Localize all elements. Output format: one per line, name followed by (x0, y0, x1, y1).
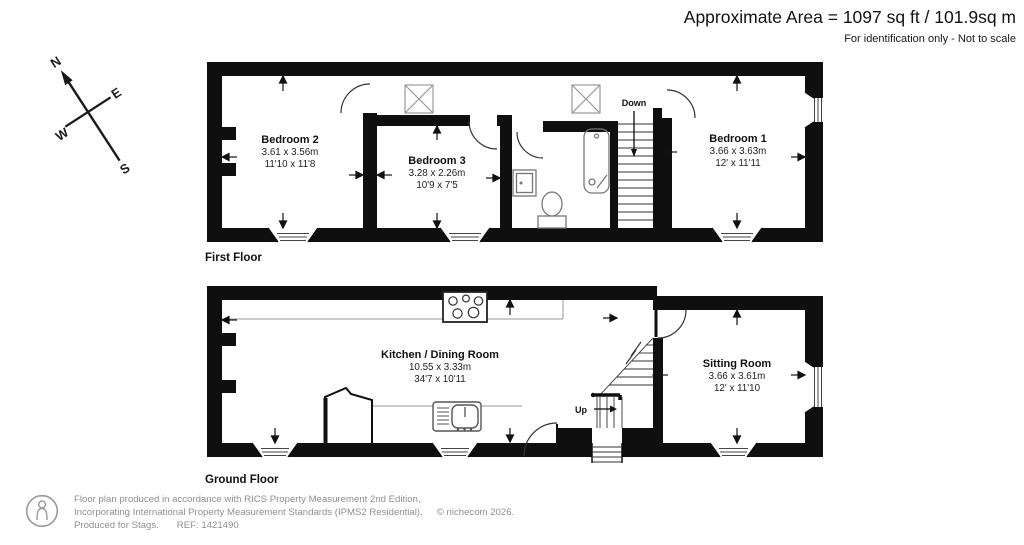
bedroom1-imperial: 12' x 11'11 (715, 158, 760, 169)
footer-line1: Floor plan produced in accordance with R… (74, 494, 421, 505)
bedroom2-metric: 3.61 x 3.56m (262, 147, 319, 158)
first-floor-measure-arrows (220, 74, 807, 230)
sitting-room-metric: 3.66 x 3.61m (709, 371, 766, 382)
ground-floor-windows (251, 360, 823, 458)
ground-floor-plan: Up (205, 286, 823, 486)
window-dining (251, 442, 299, 458)
stair-break-line (625, 341, 642, 365)
bedroom3-label: Bedroom 3 3.28 x 2.26m 10'9 x 7'5 (408, 155, 465, 191)
up-label: Up (575, 405, 587, 415)
compass-rose: N E W S (48, 53, 133, 177)
window-bedroom3 (439, 227, 491, 243)
sitting-room-imperial: 12' x 11'10 (714, 383, 761, 394)
window-sitting-south (709, 442, 758, 458)
compass-s-label: S (117, 160, 133, 177)
sitting-room-name: Sitting Room (703, 358, 772, 370)
skylight-icon-2 (571, 84, 601, 114)
kitchen-fixtures (222, 291, 564, 443)
compass-n-label: N (48, 53, 64, 71)
kitchen-sink-icon (432, 401, 482, 432)
door-arc-sitting-room (657, 309, 687, 339)
window-bedroom1-south (711, 227, 763, 243)
door-arc-bedroom1 (666, 89, 696, 119)
bedroom2-imperial: 11'10 x 11'8 (265, 159, 316, 170)
identification-disclaimer: For identification only - Not to scale (844, 33, 1016, 45)
window-bedroom1-east (804, 91, 823, 129)
staircase-first-floor: Down (618, 98, 653, 221)
kitchen-name: Kitchen / Dining Room (381, 349, 499, 361)
bedroom1-label: Bedroom 1 3.66 x 3.63m 12' x 11'11 (709, 133, 766, 169)
first-floor-plan: Down (205, 62, 823, 264)
window-kitchen (431, 442, 479, 458)
bedroom1-metric: 3.66 x 3.63m (710, 146, 767, 157)
door-arc-entrance (523, 422, 558, 457)
bedroom3-imperial: 10'9 x 7'5 (416, 180, 458, 191)
first-floor-doors (340, 83, 696, 159)
footer-line2: Incorporating International Property Mea… (74, 507, 423, 519)
ground-floor-label: Ground Floor (205, 474, 279, 486)
door-arc-bedroom2 (340, 83, 371, 114)
window-bedroom2 (267, 227, 319, 243)
down-label: Down (622, 98, 647, 108)
ground-floor-measure-arrows (220, 298, 807, 445)
bedroom3-metric: 3.28 x 2.26m (409, 168, 466, 179)
footer-attribution: Floor plan produced in accordance with R… (74, 493, 514, 533)
nichecom-logo-icon (25, 494, 59, 528)
entrance-steps (591, 443, 623, 463)
bedroom2-name: Bedroom 2 (261, 134, 318, 146)
up-arrow-icon (610, 405, 617, 413)
toilet-icon (537, 191, 567, 229)
bedroom1-name: Bedroom 1 (709, 133, 766, 145)
fireplace-recess (323, 386, 373, 443)
approximate-area-title: Approximate Area = 1097 sq ft / 101.9sq … (683, 7, 1016, 27)
kitchen-metric: 10.55 x 3.33m (409, 362, 471, 373)
first-floor-windows (267, 91, 823, 243)
door-arc-bedroom3 (468, 120, 498, 150)
kitchen-label: Kitchen / Dining Room 10.55 x 3.33m 34'7… (381, 349, 499, 385)
door-arc-bathroom (516, 131, 544, 159)
skylight-windows (404, 84, 601, 114)
bathtub-icon (583, 128, 610, 194)
footer-copyright: © nichecom 2026. (436, 507, 515, 519)
sitting-room-label: Sitting Room 3.66 x 3.61m 12' x 11'10 (703, 358, 772, 394)
skylight-icon-1 (404, 84, 434, 114)
down-arrow-icon (631, 149, 637, 157)
bedroom3-name: Bedroom 3 (408, 155, 465, 167)
compass-w-label: W (53, 124, 72, 144)
ground-floor-doors (523, 309, 687, 457)
bedroom2-label: Bedroom 2 3.61 x 3.56m 11'10 x 11'8 (261, 134, 318, 170)
compass-e-label: E (109, 84, 125, 101)
staircase-ground-floor: Up (575, 337, 654, 428)
wash-basin-icon (512, 169, 537, 197)
bathroom-fixtures (512, 128, 610, 229)
footer-ref: REF: 1421490 (176, 520, 239, 532)
hob-icon (442, 291, 488, 323)
compass-north-arrow-icon (60, 70, 73, 86)
window-sitting-east (804, 360, 823, 414)
footer-produced-for: Produced for Stags. (74, 520, 159, 532)
first-floor-label: First Floor (205, 252, 262, 264)
kitchen-imperial: 34'7 x 10'11 (414, 374, 466, 385)
